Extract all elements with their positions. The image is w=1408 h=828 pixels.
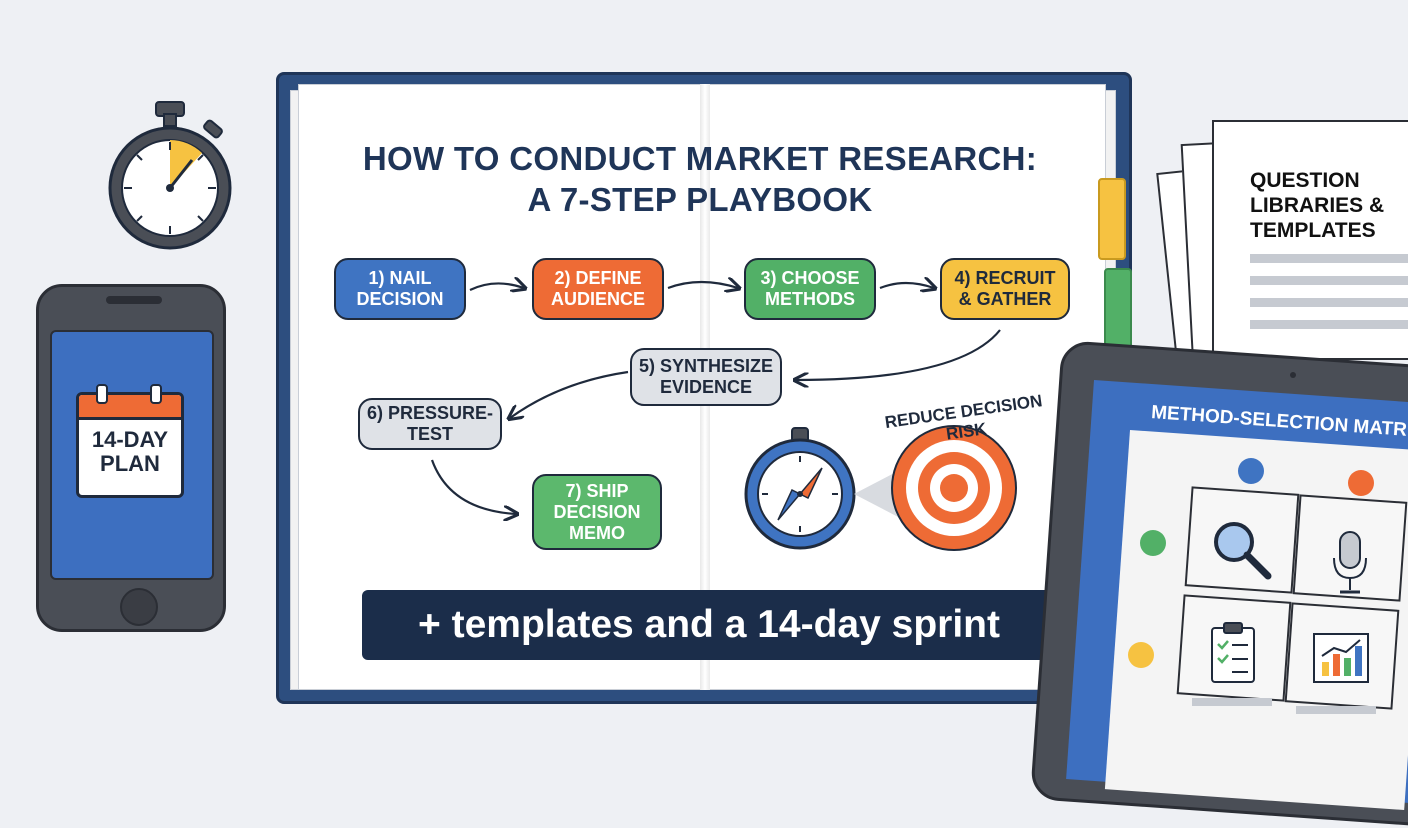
step-3-choose-methods[interactable]: 3) CHOOSE METHODS — [744, 258, 876, 320]
document-line — [1250, 320, 1408, 329]
matrix-dot-blue — [1238, 458, 1264, 484]
flow-arrows — [430, 0, 1001, 768]
microphone-icon — [1333, 531, 1367, 594]
matrix-caption-line — [1296, 706, 1376, 714]
tablet-camera — [1290, 372, 1296, 378]
clipboard-icon — [1211, 622, 1255, 683]
document-title-line-2: LIBRARIES & — [1250, 194, 1385, 217]
arrow-3-4 — [879, 283, 934, 288]
arrow-2-3 — [667, 282, 738, 288]
title-line-1: HOW TO CONDUCT MARKET RESEARCH: — [362, 140, 1038, 177]
matrix-caption-line — [1192, 698, 1272, 706]
step-1-nail-decision[interactable]: 1) NAIL DECISION — [334, 258, 466, 320]
document-title-line-3: TEMPLATES — [1250, 219, 1376, 242]
title-line-2: A 7-STEP PLAYBOOK — [527, 181, 873, 218]
step-4-recruit-gather[interactable]: 4) RECRUIT & GATHER — [940, 258, 1070, 320]
document-line — [1250, 254, 1408, 263]
compass-target-graphic — [744, 425, 1017, 551]
arrow-1-2 — [469, 283, 524, 290]
calendar-ring-right — [150, 384, 162, 404]
calendar-line-2: PLAN — [100, 451, 160, 476]
calendar-ring-left — [96, 384, 108, 404]
arrow-4-5 — [796, 329, 1001, 380]
page-title: HOW TO CONDUCT MARKET RESEARCH: A 7-STEP… — [330, 138, 1070, 220]
step-2-define-audience[interactable]: 2) DEFINE AUDIENCE — [532, 258, 664, 320]
matrix-dot-yellow — [1128, 642, 1154, 668]
calendar-line-1: 14-DAY — [91, 427, 169, 452]
step-7-ship-decision-memo[interactable]: 7) SHIP DECISION MEMO — [532, 474, 662, 550]
phone-speaker — [106, 296, 162, 304]
calendar-header — [79, 395, 181, 420]
phone-home-button[interactable] — [120, 588, 158, 626]
stopwatch-icon — [108, 101, 232, 250]
step-6-pressure-test[interactable]: 6) PRESSURE-TEST — [358, 398, 502, 450]
step-5-synthesize-evidence[interactable]: 5) SYNTHESIZE EVIDENCE — [630, 348, 782, 406]
magnifier-icon — [1214, 522, 1272, 580]
calendar-label: 14-DAY PLAN — [76, 428, 184, 476]
arrow-6-7 — [430, 459, 516, 514]
document-title: QUESTION LIBRARIES & TEMPLATES — [1250, 168, 1408, 243]
matrix-dot-green — [1140, 530, 1166, 556]
calendar-icon — [76, 392, 184, 498]
sprint-banner: + templates and a 14-day sprint — [362, 590, 1056, 660]
document-line — [1250, 276, 1408, 285]
document-line — [1250, 298, 1408, 307]
matrix-dot-orange — [1348, 470, 1374, 496]
arrow-5-6 — [510, 370, 629, 418]
bookmark-tab-yellow[interactable] — [1098, 178, 1126, 260]
compass-icon — [744, 427, 856, 550]
target-icon — [891, 425, 1017, 551]
bar-chart-icon — [1313, 633, 1369, 683]
document-title-line-1: QUESTION — [1250, 169, 1360, 192]
